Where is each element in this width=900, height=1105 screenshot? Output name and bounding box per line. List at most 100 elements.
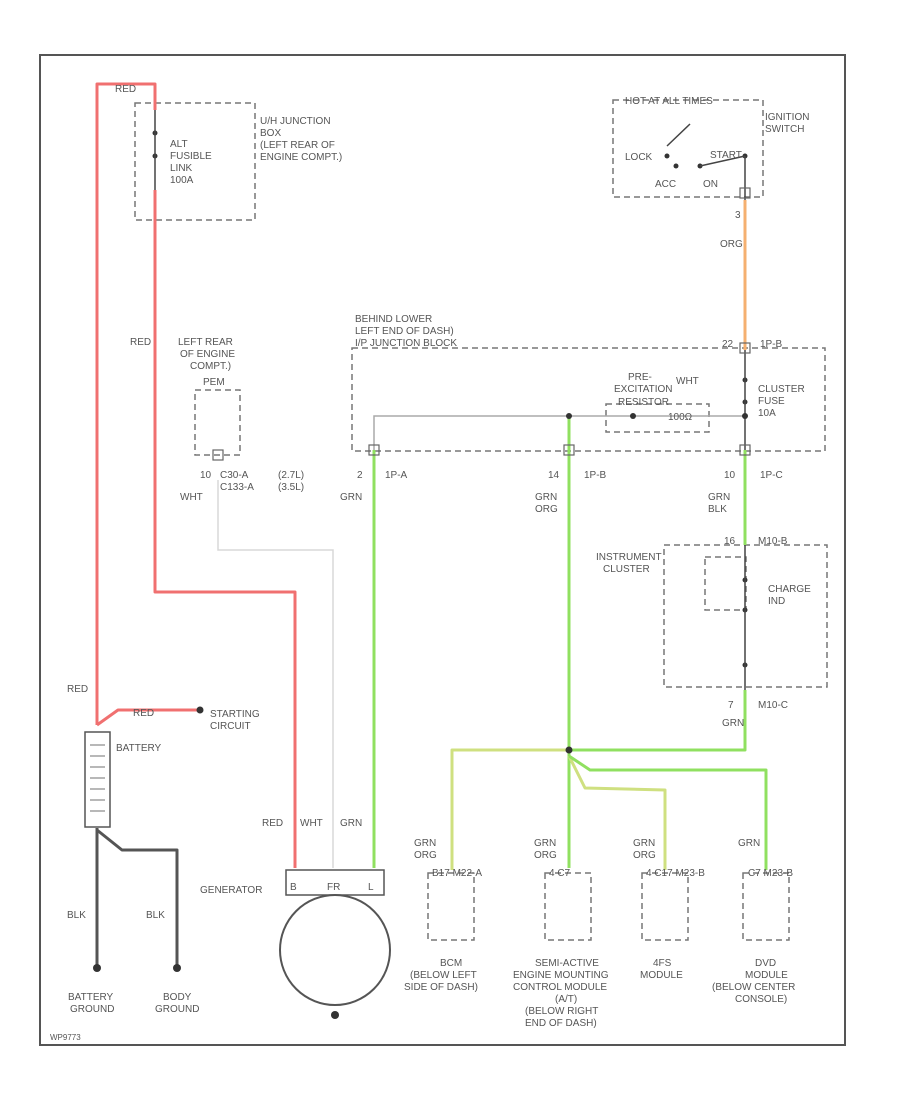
semi-active-label-2: ENGINE MOUNTING [513, 970, 609, 981]
bcm-box [427, 872, 475, 941]
left-rear-label-3: COMPT.) [190, 361, 231, 372]
ignition-hot-label: HOT AT ALL TIMES [625, 96, 713, 107]
red-wire-battery [95, 82, 157, 725]
charge-ind-label-2: IND [768, 596, 785, 607]
battery-symbol [84, 731, 111, 828]
dvd-wire-label: GRN [738, 838, 760, 849]
wht-pem-label: WHT [180, 492, 203, 503]
battery-ground-label-2: GROUND [70, 1004, 114, 1015]
uh-junction-label-3: (LEFT REAR OF [260, 140, 335, 151]
pem-c1-label: C30-A [220, 470, 249, 481]
ignition-switch-link [699, 155, 746, 167]
pem-label: PEM [203, 377, 225, 388]
generator-ground [331, 1011, 339, 1019]
uh-junction-box [134, 102, 256, 221]
starting-circuit-label-1: STARTING [210, 709, 260, 720]
on-label: ON [703, 179, 718, 190]
blk-2-label: BLK [146, 910, 165, 921]
yellow-green-wire-4fs [567, 755, 667, 870]
semi-active-label-1: SEMI-ACTIVE [535, 958, 599, 969]
gen-pin-l-label: L [368, 882, 374, 893]
4fs-label-1: 4FS [653, 958, 672, 969]
fs-wire-label-1: GRN [633, 838, 655, 849]
red-top-label: RED [115, 84, 136, 95]
generator-label: GENERATOR [200, 885, 262, 896]
diagram-frame [39, 54, 846, 1046]
eng-conn-label: 4 C7 [549, 868, 571, 879]
ignition-switch-label-1: IGNITION [765, 112, 809, 123]
ip-2-label: 2 [357, 470, 363, 481]
left-rear-label-1: LEFT REAR [178, 337, 233, 348]
dvd-conn-label: C7 M23-B [748, 868, 793, 879]
4fs-label-2: MODULE [640, 970, 683, 981]
ip-junction-label-2: LEFT END OF DASH) [355, 326, 454, 337]
m-m10c-label: M10-C [758, 700, 788, 711]
jb-grn-org-label-2: ORG [535, 504, 558, 515]
semi-active-label-3: CONTROL MODULE [513, 982, 607, 993]
yellow-green-wire-bcm [450, 748, 569, 870]
pem-note1-label: (2.7L) [278, 470, 304, 481]
cluster-grn-label: GRN [722, 718, 744, 729]
white-wire-pem [217, 480, 334, 868]
ip-1pa-label: 1P-A [385, 470, 408, 481]
semi-active-label-6: END OF DASH) [525, 1018, 597, 1029]
figure-id: WP9773 [50, 1033, 81, 1042]
uh-junction-label-1: U/H JUNCTION [260, 116, 331, 127]
4fs-box [641, 872, 689, 941]
pin-ip-14 [563, 444, 575, 456]
bcm-wire-label-2: ORG [414, 850, 437, 861]
red-wire-starting [96, 708, 200, 727]
bcm-label-2: (BELOW LEFT [410, 970, 477, 981]
body-ground-terminal [173, 964, 181, 972]
battery-label: BATTERY [116, 743, 162, 754]
red-gen-label: RED [262, 818, 283, 829]
pin-ip-2 [368, 444, 380, 456]
dvd-label-3: (BELOW CENTER [712, 982, 795, 993]
starting-circuit-terminal [196, 706, 204, 714]
cluster-fuse-label-3: 10A [758, 408, 776, 419]
eng-wire-label-2: ORG [534, 850, 557, 861]
alt-link-label-3: LINK [170, 163, 193, 174]
red-batt-label: RED [67, 684, 88, 695]
pem-box [194, 389, 241, 456]
acc-label: ACC [655, 179, 676, 190]
black-wire-body-ground [96, 828, 179, 966]
ignition-switch-box [612, 99, 764, 198]
bcm-wire-label-1: GRN [414, 838, 436, 849]
left-rear-label-2: OF ENGINE [180, 349, 235, 360]
wht-gen-label: WHT [300, 818, 323, 829]
gen-pin-fr-label: FR [327, 882, 340, 893]
ignition-switch-label-2: SWITCH [765, 124, 804, 135]
ip-1pb-label: 1P-B [584, 470, 607, 481]
pem-c2-label: C133-A [220, 482, 254, 493]
pin-ign-3 [739, 187, 751, 199]
alt-link-label-2: FUSIBLE [170, 151, 212, 162]
red-start-label: RED [133, 708, 154, 719]
pin-pem-10 [212, 449, 224, 461]
resistor-node-fuse [742, 413, 748, 419]
alt-link-label-1: ALT [170, 139, 188, 150]
charge-ind-box [704, 556, 747, 611]
jb-grn-label: GRN [340, 492, 362, 503]
instrument-cluster-label-2: CLUSTER [603, 564, 650, 575]
dvd-label-1: DVD [755, 958, 776, 969]
generator-body [279, 894, 391, 1006]
semi-active-label-5: (BELOW RIGHT [525, 1006, 598, 1017]
m-7-label: 7 [728, 700, 734, 711]
uh-junction-label-4: ENGINE COMPT.) [260, 152, 342, 163]
green-wire-dvd [568, 754, 768, 870]
red-mid-label: RED [130, 337, 151, 348]
instrument-cluster-label-1: INSTRUMENT [596, 552, 662, 563]
ignition-contact-acc [673, 163, 679, 169]
ip-10-label: 10 [724, 470, 736, 481]
pre-excitation-label-1: PRE- [628, 372, 652, 383]
dvd-label-4: CONSOLE) [735, 994, 787, 1005]
blk-1-label: BLK [67, 910, 86, 921]
ip-22-label: 22 [722, 339, 734, 350]
jb-grn-org-label-1: GRN [535, 492, 557, 503]
m-m10b-label: M10-B [758, 536, 788, 547]
cluster-fuse-label-1: CLUSTER [758, 384, 805, 395]
bcm-conn-label: B17 M22-A [432, 868, 482, 879]
resistor-node-left [566, 413, 572, 419]
battery-ground-terminal [93, 964, 101, 972]
